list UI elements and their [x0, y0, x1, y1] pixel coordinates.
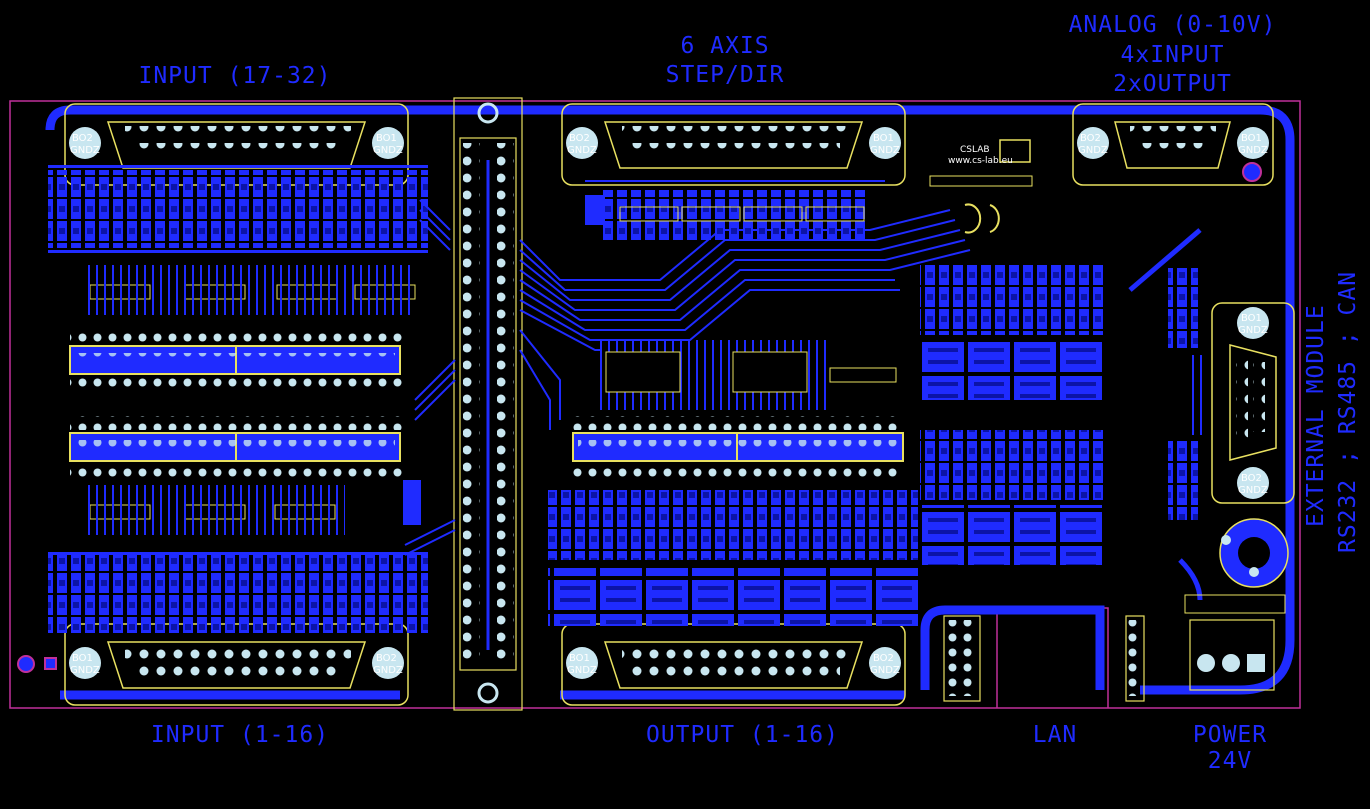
svg-text:BO2: BO2	[569, 133, 590, 144]
power-connector	[1184, 518, 1289, 691]
svg-text:www.cs-lab.eu: www.cs-lab.eu	[948, 156, 1013, 166]
svg-text:GNDZ: GNDZ	[1078, 145, 1108, 156]
svg-text:GNDZ: GNDZ	[567, 665, 597, 676]
db9-connector-analog	[1072, 103, 1274, 186]
svg-text:CSLAB: CSLAB	[960, 145, 990, 155]
label-power: POWER	[1192, 722, 1268, 748]
svg-text:GNDZ: GNDZ	[870, 665, 900, 676]
input-smd-array-top	[48, 165, 428, 253]
board-cutout	[996, 607, 1109, 708]
db25-connector-output-1-16	[561, 623, 906, 706]
cslab-logo: CSLAB www.cs-lab.eu	[929, 139, 1033, 234]
db25-connector-6-axis	[561, 103, 906, 186]
output-logic-ics	[600, 340, 897, 410]
svg-text:GNDZ: GNDZ	[1238, 325, 1268, 336]
db25-connector-input-1-16	[64, 623, 409, 706]
svg-text:BO2: BO2	[1241, 473, 1262, 484]
svg-text:BO1: BO1	[72, 653, 93, 664]
svg-text:BO1: BO1	[1241, 313, 1262, 324]
optocoupler-block-top	[69, 328, 405, 392]
label-input-1-16: INPUT (1-16)	[150, 722, 330, 748]
svg-text:BO2: BO2	[376, 653, 397, 664]
label-6-axis: 6 AXIS	[680, 33, 770, 59]
step-dir-driver-ics	[585, 190, 865, 240]
svg-text:GNDZ: GNDZ	[373, 665, 403, 676]
svg-text:BO1: BO1	[569, 653, 590, 664]
svg-text:GNDZ: GNDZ	[70, 665, 100, 676]
label-step-dir: STEP/DIR	[665, 62, 785, 88]
label-output-1-16: OUTPUT (1-16)	[645, 722, 839, 748]
label-analog-input: 4xINPUT	[1120, 42, 1225, 68]
svg-text:GNDZ: GNDZ	[567, 145, 597, 156]
analog-circuit-top	[920, 265, 1105, 400]
svg-text:GNDZ: GNDZ	[1238, 485, 1268, 496]
label-external-module: EXTERNAL MODULE	[1303, 304, 1329, 527]
label-input-17-32: INPUT (17-32)	[138, 63, 332, 89]
svg-text:BO1: BO1	[376, 133, 397, 144]
svg-text:BO2: BO2	[873, 653, 894, 664]
external-module-pins	[1168, 268, 1202, 520]
output-driver-array	[548, 490, 918, 626]
svg-text:BO1: BO1	[1241, 133, 1262, 144]
lan-header	[943, 615, 1145, 702]
label-24v: 24V	[1207, 748, 1253, 774]
board-outline	[9, 100, 1301, 709]
label-lan: LAN	[1032, 722, 1078, 748]
db9-connector-external	[1211, 302, 1295, 504]
idc-header-connector	[453, 97, 523, 711]
svg-text:GNDZ: GNDZ	[1238, 145, 1268, 156]
optocoupler-block-bottom	[69, 416, 405, 479]
svg-text:BO1: BO1	[873, 133, 894, 144]
label-rs232-rs485-can: RS232 ; RS485 ; CAN	[1335, 270, 1361, 553]
svg-text:GNDZ: GNDZ	[870, 145, 900, 156]
ground-trace	[45, 105, 1295, 695]
label-analog: ANALOG (0-10V)	[1068, 12, 1277, 38]
svg-text:GNDZ: GNDZ	[373, 145, 403, 156]
svg-text:BO2: BO2	[1080, 133, 1101, 144]
svg-text:BO2: BO2	[72, 133, 93, 144]
analog-circuit-bottom	[920, 430, 1105, 565]
optocoupler-block-output	[572, 416, 904, 479]
input-smd-array-bottom	[48, 552, 428, 633]
svg-text:GNDZ: GNDZ	[70, 145, 100, 156]
label-analog-output: 2xOUTPUT	[1113, 71, 1232, 97]
